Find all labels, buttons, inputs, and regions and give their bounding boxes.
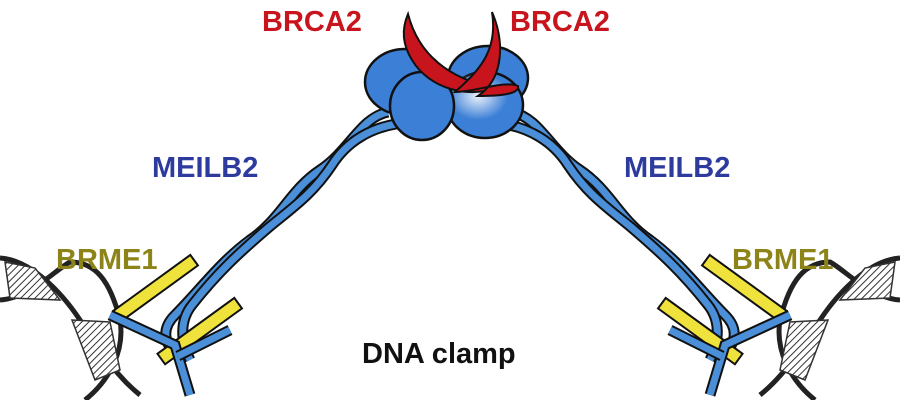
meilb2-coiled-coil-right [502,106,740,363]
dna-helix-right [758,255,900,400]
brca2-label-right: BRCA2 [510,6,610,38]
brca2-crescents [402,10,519,98]
meilb2-coiled-coil-left [160,106,398,363]
dna-helix-left [0,255,142,400]
brme1-right [656,253,793,397]
brca2-label-left: BRCA2 [262,6,362,38]
meilb2-label-left: MEILB2 [152,152,258,184]
dna-clamp-caption: DNA clamp [362,338,516,370]
brme1-label-right: BRME1 [732,244,834,276]
brme1-left [107,253,244,397]
meilb2-label-right: MEILB2 [624,152,730,184]
brme1-label-left: BRME1 [56,244,158,276]
